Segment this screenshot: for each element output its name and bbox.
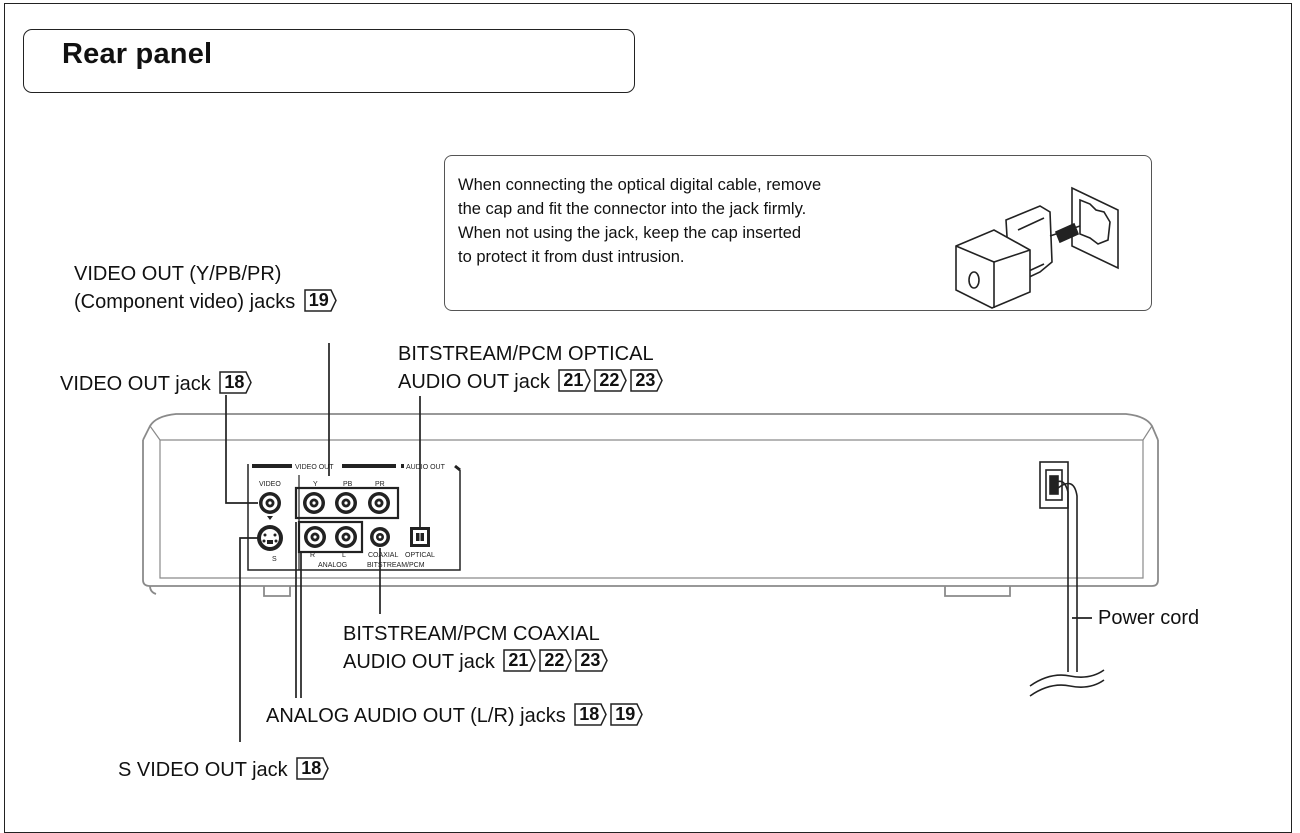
s-jack-label: S <box>272 556 277 563</box>
coaxial-jack-label: COAXIAL <box>368 552 398 559</box>
optical-label-text: AUDIO OUT jack <box>398 371 550 393</box>
s-video-jack <box>257 516 283 551</box>
pb-jack-label: PB <box>343 481 353 488</box>
analog-jack-group <box>297 520 364 554</box>
s-video-label-text: S VIDEO OUT jack <box>118 759 288 781</box>
page-ref-number: 23 <box>635 370 656 391</box>
coaxial-label-line1: BITSTREAM/PCM COAXIAL <box>343 623 600 645</box>
pr-jack <box>368 492 390 514</box>
page-ref-number: 18 <box>224 372 245 393</box>
optical-page-refs: 21 22 23 <box>555 369 664 393</box>
pr-jack-label: PR <box>375 481 385 488</box>
component-video-label-text: (Component video) jacks <box>74 291 296 313</box>
optical-connector-illustration <box>955 186 1119 309</box>
y-jack-label: Y <box>313 481 318 488</box>
page-ref-number: 21 <box>508 650 529 671</box>
page-ref-number: 22 <box>544 650 565 671</box>
page-ref-badge: 19 <box>610 703 644 726</box>
page-ref-badge: 18 <box>574 703 608 726</box>
page-ref-badge: 23 <box>630 369 664 392</box>
video-out-label-text: VIDEO OUT jack <box>60 373 211 395</box>
video-out-label: VIDEO OUT jack 18 <box>60 371 253 396</box>
video-out-leader <box>225 395 258 504</box>
page-ref-number: 22 <box>599 370 620 391</box>
page-ref-badge: 18 <box>219 371 253 394</box>
analog-l-jack <box>335 526 357 548</box>
power-cord <box>1029 480 1105 697</box>
coaxial-label-text: AUDIO OUT jack <box>343 651 495 673</box>
coaxial-jack <box>370 527 390 547</box>
y-jack <box>303 492 325 514</box>
page-ref-badge: 18 <box>296 757 330 780</box>
audio-out-header: AUDIO OUT <box>406 464 446 471</box>
optical-label-line2: AUDIO OUT jack 21 22 23 <box>398 369 664 394</box>
power-inlet <box>1039 461 1069 509</box>
page-ref-number: 19 <box>308 290 329 311</box>
note-line: When connecting the optical digital cabl… <box>458 176 822 194</box>
note-line: When not using the jack, keep the cap in… <box>458 224 802 242</box>
page-ref-badge: 23 <box>575 649 609 672</box>
video-jack <box>259 492 281 514</box>
page-ref-badge: 21 <box>503 649 537 672</box>
analog-audio-label-text: ANALOG AUDIO OUT (L/R) jacks <box>266 705 566 727</box>
power-cord-label: Power cord <box>1098 607 1200 629</box>
player-body <box>142 413 1159 597</box>
page-ref-number: 21 <box>563 370 584 391</box>
page-ref-badge: 22 <box>539 649 573 672</box>
analog-r-jack <box>304 526 326 548</box>
l-jack-label: L <box>342 552 346 559</box>
video-out-page-refs: 18 <box>216 371 253 395</box>
coaxial-page-refs: 21 22 23 <box>500 649 609 673</box>
page-ref-number: 23 <box>580 650 601 671</box>
callout-leader-lines <box>225 343 1092 742</box>
s-video-label: S VIDEO OUT jack 18 <box>118 757 330 782</box>
optical-jack <box>410 527 430 547</box>
note-line: the cap and fit the connector into the j… <box>458 200 807 218</box>
component-video-label-line1: VIDEO OUT (Y/PB/PR) <box>74 263 282 285</box>
s-video-page-refs: 18 <box>293 757 330 781</box>
analog-group-label: ANALOG <box>318 562 347 569</box>
page-title: Rear panel <box>62 38 213 70</box>
note-line: to protect it from dust intrusion. <box>458 248 685 266</box>
video-jack-label: VIDEO <box>259 481 281 488</box>
jack-area <box>247 464 461 571</box>
video-out-header: VIDEO OUT <box>295 464 334 471</box>
coaxial-label-line2: AUDIO OUT jack 21 22 23 <box>343 649 609 674</box>
component-page-refs: 19 <box>301 289 337 313</box>
optical-cap-note: When connecting the optical digital cabl… <box>444 155 1152 311</box>
page-ref-number: 19 <box>615 704 636 725</box>
page-ref-badge: 21 <box>558 369 592 392</box>
pb-jack <box>335 492 357 514</box>
s-video-leader <box>239 537 258 742</box>
section-title-box: Rear panel <box>23 29 635 93</box>
bitstream-pcm-label: BITSTREAM/PCM <box>367 562 425 569</box>
optical-label-line1: BITSTREAM/PCM OPTICAL <box>398 343 654 365</box>
page-ref-badge: 19 <box>304 289 337 312</box>
optical-jack-label: OPTICAL <box>405 552 435 559</box>
component-video-label-line2: (Component video) jacks 19 <box>74 289 337 314</box>
page-ref-number: 18 <box>301 758 322 779</box>
component-jack-group <box>294 486 400 520</box>
page-ref-number: 18 <box>579 704 600 725</box>
r-jack-label: R <box>310 552 315 559</box>
page-ref-badge: 22 <box>594 369 628 392</box>
